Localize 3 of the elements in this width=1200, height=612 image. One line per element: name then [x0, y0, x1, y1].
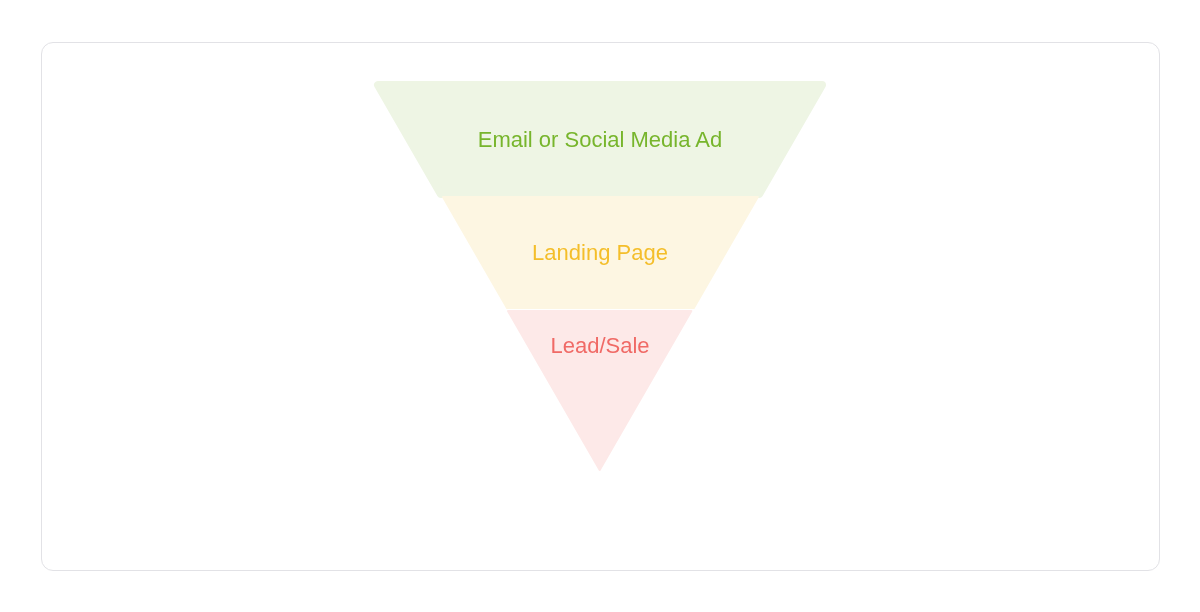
stage-label: Email or Social Media Ad — [476, 127, 724, 153]
stage-label: Landing Page — [531, 240, 669, 266]
stage-label: Lead/Sale — [549, 333, 651, 359]
